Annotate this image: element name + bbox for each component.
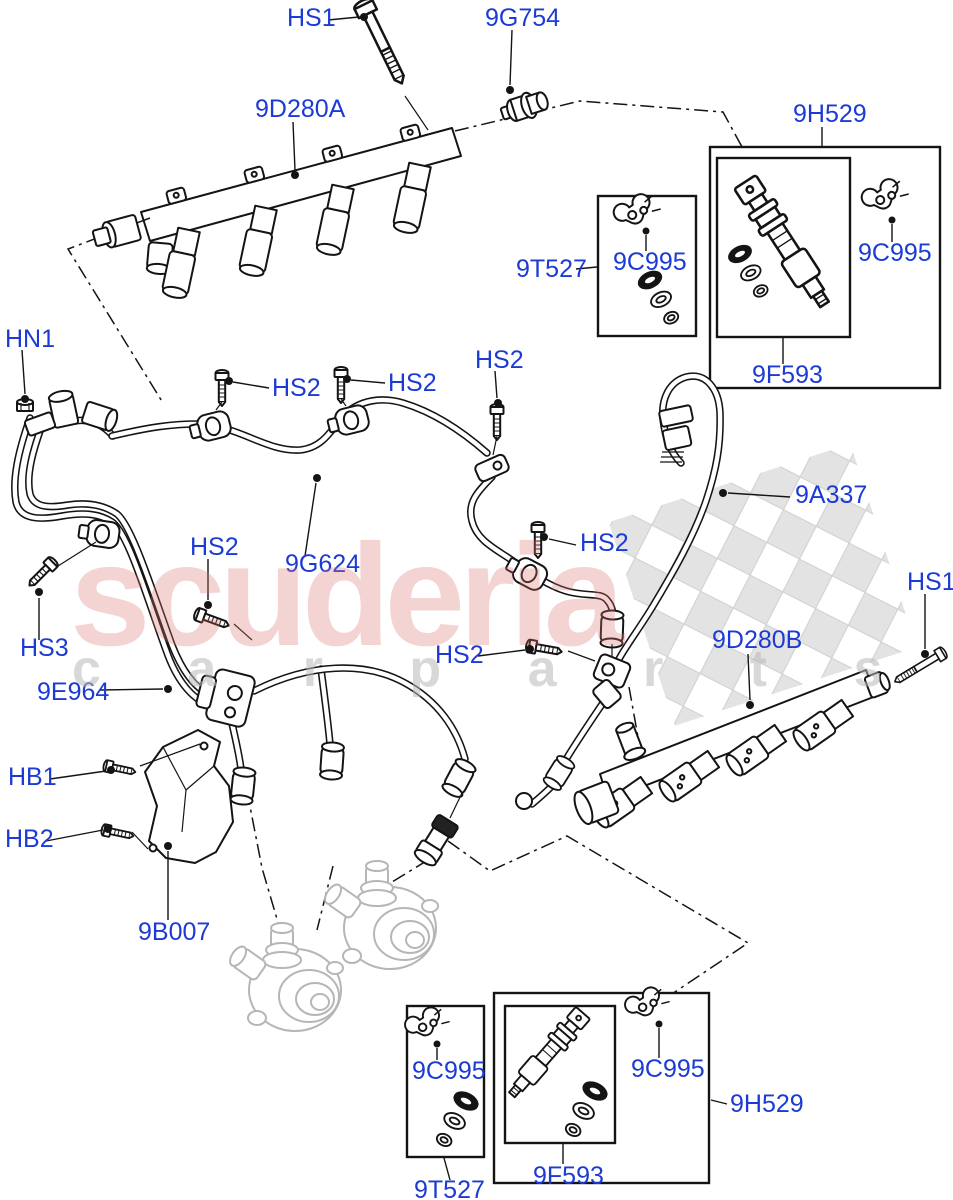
watermark-brand-text: scuderia [70, 514, 626, 676]
fuel-rail-upper-9d280a [91, 123, 462, 299]
label-9f593-bot: 9F593 [533, 1162, 604, 1190]
label-9g754: 9G754 [485, 4, 560, 32]
bolt-hs1-top [351, 0, 429, 131]
label-hs2-right: HS2 [580, 529, 629, 557]
label-9e964: 9E964 [37, 678, 109, 706]
label-hs1-top: HS1 [287, 4, 336, 32]
fuel-pump-ghost-right [320, 860, 439, 970]
fasteners [16, 366, 596, 850]
label-9c995-bot-left: 9C995 [412, 1057, 486, 1085]
label-9c995-top-left: 9C995 [613, 248, 687, 276]
label-9h529-bot: 9H529 [730, 1090, 804, 1118]
label-hs2-mid: HS2 [475, 346, 524, 374]
label-9h529-top: 9H529 [793, 100, 867, 128]
kit-box-9h529-bottom [492, 984, 711, 1185]
label-hs3: HS3 [20, 634, 69, 662]
part-labels: HS1 9G754 9D280A 9H529 9T527 9C995 9C995… [5, 4, 953, 1200]
label-hb1: HB1 [8, 763, 57, 791]
label-9c995-bot-right: 9C995 [631, 1055, 705, 1083]
label-9t527-bot: 9T527 [414, 1176, 485, 1200]
label-9g624: 9G624 [285, 550, 360, 578]
callout-leaders [21, 13, 929, 1181]
pressure-sensor-9g754 [499, 91, 549, 122]
label-hn1: HN1 [5, 325, 55, 353]
label-hs2-lower: HS2 [435, 641, 484, 669]
fuel-pipes-assembly [15, 376, 720, 867]
label-9d280b: 9D280B [712, 626, 802, 654]
label-9d280a: 9D280A [255, 95, 346, 123]
label-hs2-clamp1: HS2 [272, 374, 321, 402]
label-9t527-top: 9T527 [516, 255, 587, 283]
label-9c995-top-right: 9C995 [858, 239, 932, 267]
fuel-rail-lower-9d280b [573, 669, 891, 829]
brand-watermark: scuderia c a r p a r t s [70, 514, 918, 698]
label-9b007: 9B007 [138, 918, 210, 946]
label-hb2: HB2 [5, 825, 54, 853]
label-hs2-left: HS2 [190, 533, 239, 561]
watermark-sub-text: c a r p a r t s [72, 640, 918, 698]
checkered-flag-watermark [608, 443, 917, 726]
label-hs2-clamp2: HS2 [388, 369, 437, 397]
label-9f593-top: 9F593 [752, 361, 823, 389]
label-hs1-right: HS1 [907, 568, 953, 596]
kit-box-9h529-top [708, 145, 942, 390]
heat-shield-9b007 [144, 729, 234, 864]
kit-box-9t527-top [596, 190, 698, 338]
label-9a337: 9A337 [795, 481, 867, 509]
kit-box-9t527-bottom [402, 1004, 486, 1159]
fuel-pump-ghost-left [225, 922, 344, 1032]
